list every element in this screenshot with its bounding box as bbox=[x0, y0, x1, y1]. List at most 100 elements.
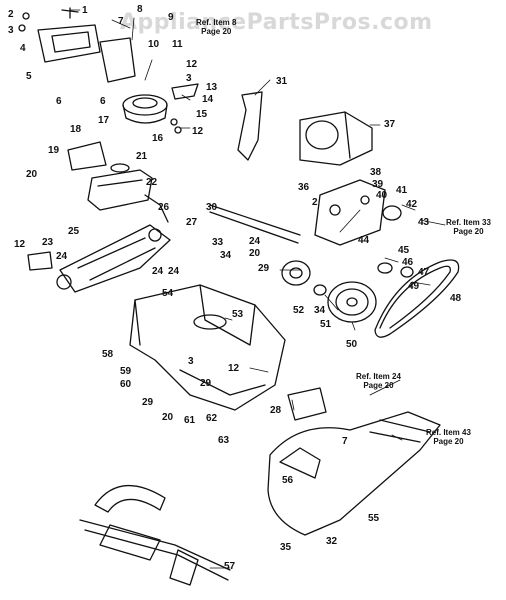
part-auger-shaft bbox=[79, 519, 231, 581]
part-number-label: 46 bbox=[402, 257, 414, 268]
part-number-label: 32 bbox=[326, 536, 338, 547]
part-number-label: 7 bbox=[342, 436, 348, 447]
part-number-label: 20 bbox=[162, 412, 174, 423]
part-number-label: 30 bbox=[206, 202, 218, 213]
part-number-label: 45 bbox=[398, 245, 410, 256]
part-number-label: 35 bbox=[280, 542, 292, 553]
part-number-label: 58 bbox=[102, 349, 114, 360]
part-number-label: 48 bbox=[450, 293, 462, 304]
part-number-label: 31 bbox=[276, 76, 288, 87]
part-number-label: 39 bbox=[372, 179, 384, 190]
part-number-label: 41 bbox=[396, 185, 408, 196]
part-number-label: 51 bbox=[320, 319, 332, 330]
part-number-label: 37 bbox=[384, 119, 396, 130]
part-number-label: 12 bbox=[186, 59, 198, 70]
part-belt-guard bbox=[287, 387, 327, 421]
part-frame bbox=[59, 224, 171, 293]
part-number-label: 40 bbox=[376, 190, 388, 201]
part-number-label: 12 bbox=[192, 126, 204, 137]
part-number-label: 15 bbox=[196, 109, 208, 120]
part-number-label: 14 bbox=[202, 94, 214, 105]
part-cover-plate bbox=[37, 24, 101, 63]
part-number-label: 52 bbox=[293, 305, 305, 316]
part-number-label: 10 bbox=[148, 39, 160, 50]
part-number-label: 53 bbox=[232, 309, 244, 320]
part-number-label: 13 bbox=[206, 82, 218, 93]
part-number-label: 55 bbox=[368, 513, 380, 524]
part-number-label: 22 bbox=[146, 177, 158, 188]
part-number-label: 21 bbox=[136, 151, 148, 162]
part-number-label: 29 bbox=[200, 378, 212, 389]
part-number-label: 5 bbox=[26, 71, 32, 82]
part-engine bbox=[299, 111, 373, 166]
part-large-pulley bbox=[327, 281, 377, 323]
part-number-label: 2 bbox=[312, 197, 318, 208]
part-fuel-tank bbox=[87, 169, 153, 211]
part-number-label: 36 bbox=[298, 182, 310, 193]
part-number-label: 62 bbox=[206, 413, 218, 424]
part-number-label: 12 bbox=[228, 363, 240, 374]
part-number-label: 7 bbox=[118, 16, 124, 27]
part-number-label: 8 bbox=[137, 4, 143, 15]
part-number-label: 2 bbox=[8, 9, 14, 20]
part-number-label: 18 bbox=[70, 124, 82, 135]
part-engine-mount bbox=[314, 179, 386, 246]
part-number-label: 59 bbox=[120, 366, 132, 377]
part-belt-cover bbox=[267, 411, 441, 536]
part-number-label: 56 bbox=[282, 475, 294, 486]
part-number-label: 20 bbox=[26, 169, 38, 180]
part-drive-belt bbox=[374, 259, 460, 338]
part-number-label: 19 bbox=[48, 145, 60, 156]
part-number-label: 3 bbox=[188, 356, 194, 367]
part-number-label: 61 bbox=[184, 415, 196, 426]
part-number-label: 4 bbox=[20, 43, 26, 54]
part-number-label: 3 bbox=[8, 25, 14, 36]
part-number-label: 60 bbox=[120, 379, 132, 390]
part-number-label: 43 bbox=[418, 217, 430, 228]
part-auger-housing bbox=[129, 284, 286, 411]
part-number-label: 24 bbox=[168, 266, 180, 277]
part-number-label: 49 bbox=[408, 281, 420, 292]
part-number-label: 34 bbox=[314, 305, 326, 316]
part-bracket-19 bbox=[67, 141, 107, 171]
part-impeller-housing bbox=[94, 485, 166, 513]
part-number-label: 6 bbox=[56, 96, 62, 107]
part-number-label: 17 bbox=[98, 115, 110, 126]
part-number-label: 16 bbox=[152, 133, 164, 144]
part-number-label: 29 bbox=[258, 263, 270, 274]
part-small-pulley bbox=[281, 260, 311, 286]
part-number-label: 9 bbox=[168, 12, 174, 23]
part-number-label: 11 bbox=[172, 39, 183, 50]
part-number-label: 24 bbox=[56, 251, 68, 262]
part-number-label: 28 bbox=[270, 405, 282, 416]
part-number-label: 27 bbox=[186, 217, 198, 228]
part-number-label: 38 bbox=[370, 167, 382, 178]
part-number-label: 54 bbox=[162, 288, 174, 299]
part-number-label: 3 bbox=[186, 73, 192, 84]
part-number-label: 23 bbox=[42, 237, 54, 248]
part-number-label: 29 bbox=[142, 397, 154, 408]
watermark: AppliancePartsPros.com bbox=[120, 10, 433, 35]
part-number-label: 24 bbox=[249, 236, 261, 247]
part-number-label: 26 bbox=[158, 202, 170, 213]
part-bracket-10 bbox=[99, 37, 136, 83]
part-rod bbox=[209, 204, 301, 244]
part-number-label: 42 bbox=[406, 199, 418, 210]
part-number-label: 24 bbox=[152, 266, 164, 277]
part-number-label: 63 bbox=[218, 435, 230, 446]
part-number-label: 25 bbox=[68, 226, 80, 237]
part-number-label: 6 bbox=[100, 96, 106, 107]
part-number-label: 33 bbox=[212, 237, 224, 248]
part-number-label: 44 bbox=[358, 235, 370, 246]
part-number-label: 50 bbox=[346, 339, 358, 350]
part-number-label: 1 bbox=[82, 5, 88, 16]
part-number-label: 34 bbox=[220, 250, 232, 261]
part-number-label: 20 bbox=[249, 248, 261, 259]
part-number-label: 47 bbox=[418, 267, 430, 278]
